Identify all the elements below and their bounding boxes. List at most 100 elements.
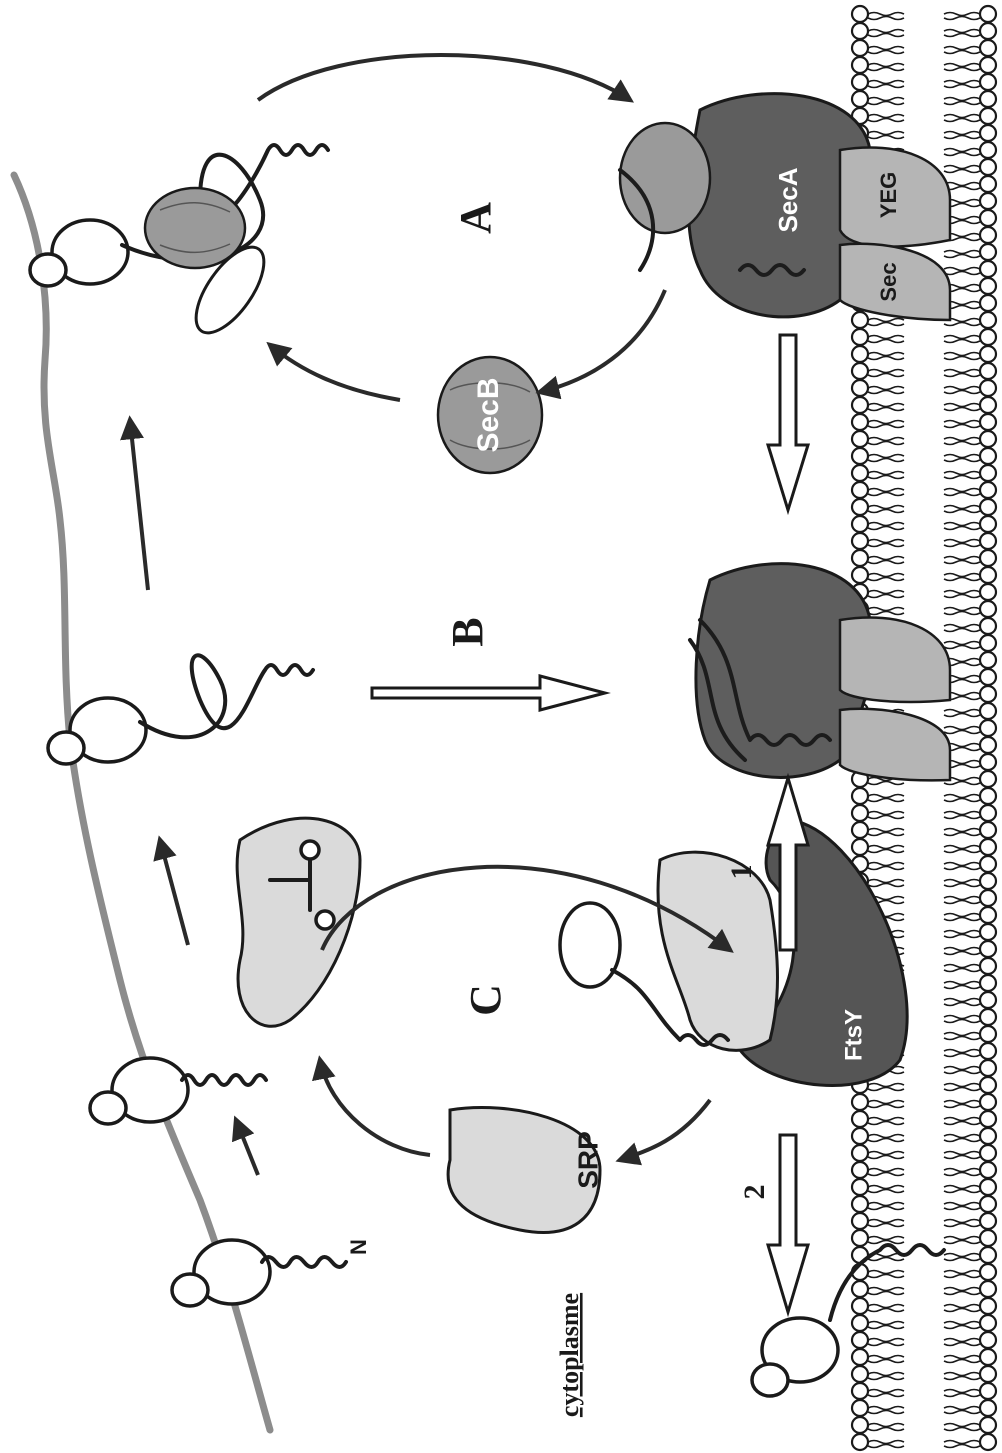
lipid-inner xyxy=(852,1094,904,1110)
lipid-inner xyxy=(852,397,904,413)
lipid-outer xyxy=(944,431,996,447)
yeg-label: YEG xyxy=(876,172,901,218)
lipid-outer xyxy=(944,941,996,957)
lipid-outer xyxy=(944,788,996,804)
lipid-outer xyxy=(944,686,996,702)
lipid-outer xyxy=(944,856,996,872)
lipid-inner xyxy=(852,431,904,447)
lipid-outer xyxy=(944,1281,996,1297)
lipid-outer xyxy=(944,397,996,413)
panel-a-label: A xyxy=(451,202,500,234)
lipid-outer xyxy=(944,924,996,940)
lipid-inner xyxy=(852,108,904,124)
lipid-outer xyxy=(944,448,996,464)
secb-free: SecB xyxy=(438,357,542,473)
lipid-inner xyxy=(852,788,904,804)
lipid-outer xyxy=(944,1026,996,1042)
lipid-outer xyxy=(944,159,996,175)
lipid-inner xyxy=(852,499,904,515)
lipid-inner xyxy=(852,1417,904,1433)
panel-c-label: C xyxy=(461,984,510,1016)
lipid-inner xyxy=(852,1213,904,1229)
lipid-outer xyxy=(944,125,996,141)
lipid-outer xyxy=(944,346,996,362)
lipid-inner xyxy=(852,1298,904,1314)
lipid-inner xyxy=(852,856,904,872)
lipid-outer xyxy=(944,805,996,821)
lipid-outer xyxy=(944,1162,996,1178)
lipid-inner xyxy=(852,329,904,345)
lipid-inner xyxy=(852,1349,904,1365)
lipid-outer xyxy=(944,1128,996,1144)
lipid-outer xyxy=(944,1366,996,1382)
lipid-inner xyxy=(852,1179,904,1195)
lipid-outer xyxy=(944,1230,996,1246)
nascent-chain-srp-bound xyxy=(182,1075,266,1085)
lipid-inner xyxy=(852,516,904,532)
lipid-outer xyxy=(944,516,996,532)
lipid-inner xyxy=(852,482,904,498)
lipid-inner xyxy=(852,1315,904,1331)
lipid-inner xyxy=(852,1383,904,1399)
lipid-outer xyxy=(944,1111,996,1127)
nascent-chain-bottom xyxy=(262,1257,346,1267)
lipid-inner xyxy=(852,363,904,379)
cycle-a-arrow-top xyxy=(258,55,630,100)
lipid-outer xyxy=(944,278,996,294)
lipid-outer xyxy=(944,414,996,430)
cycle-a-arrow-left xyxy=(270,345,400,400)
lipid-outer xyxy=(944,754,996,770)
lipid-outer xyxy=(944,295,996,311)
lipid-inner xyxy=(852,6,904,22)
lipid-outer xyxy=(944,652,996,668)
lipid-inner xyxy=(852,533,904,549)
lipid-outer xyxy=(944,1213,996,1229)
lipid-inner xyxy=(852,805,904,821)
lipid-outer xyxy=(944,1009,996,1025)
post-translational-arrow xyxy=(768,335,808,510)
lipid-outer xyxy=(944,907,996,923)
panel-b-label: B xyxy=(443,617,492,646)
lipid-inner xyxy=(852,1128,904,1144)
lipid-outer xyxy=(944,720,996,736)
lipid-outer xyxy=(944,380,996,396)
lipid-outer xyxy=(944,210,996,226)
lipid-outer xyxy=(944,91,996,107)
lipid-inner xyxy=(852,448,904,464)
nascent-chain-middle xyxy=(140,655,313,737)
lipid-outer xyxy=(944,1264,996,1280)
srp-free: SRP xyxy=(448,1108,603,1233)
lipid-outer xyxy=(944,1145,996,1161)
lipid-outer xyxy=(944,482,996,498)
lipid-inner xyxy=(852,822,904,838)
lipid-outer xyxy=(944,329,996,345)
lipid-outer xyxy=(944,363,996,379)
lipid-inner xyxy=(852,1434,904,1450)
cytoplasm-label: cytoplasme xyxy=(555,1293,584,1417)
lipid-inner xyxy=(852,346,904,362)
lipid-outer xyxy=(944,550,996,566)
elongation-arrow-1 xyxy=(236,1120,258,1175)
lipid-outer xyxy=(944,142,996,158)
n-terminus-label: N xyxy=(346,1239,371,1255)
lipid-outer xyxy=(944,261,996,277)
seca-secyeg-complex-top: SecA YEG Sec xyxy=(620,94,950,320)
cycle-c-arrow-bottom xyxy=(620,1100,710,1160)
lipid-outer xyxy=(944,1383,996,1399)
lipid-outer xyxy=(944,74,996,90)
lipid-inner xyxy=(852,1230,904,1246)
lipid-inner xyxy=(852,1145,904,1161)
lipid-inner xyxy=(852,465,904,481)
lipid-outer xyxy=(944,1349,996,1365)
lipid-outer xyxy=(944,1400,996,1416)
lipid-outer xyxy=(944,958,996,974)
lipid-outer xyxy=(944,499,996,515)
lipid-inner xyxy=(852,91,904,107)
lipid-outer xyxy=(944,1077,996,1093)
srp-label: SRP xyxy=(572,1131,603,1189)
lipid-outer xyxy=(944,312,996,328)
lipid-outer xyxy=(944,533,996,549)
lipid-outer xyxy=(944,618,996,634)
lipid-outer xyxy=(944,975,996,991)
